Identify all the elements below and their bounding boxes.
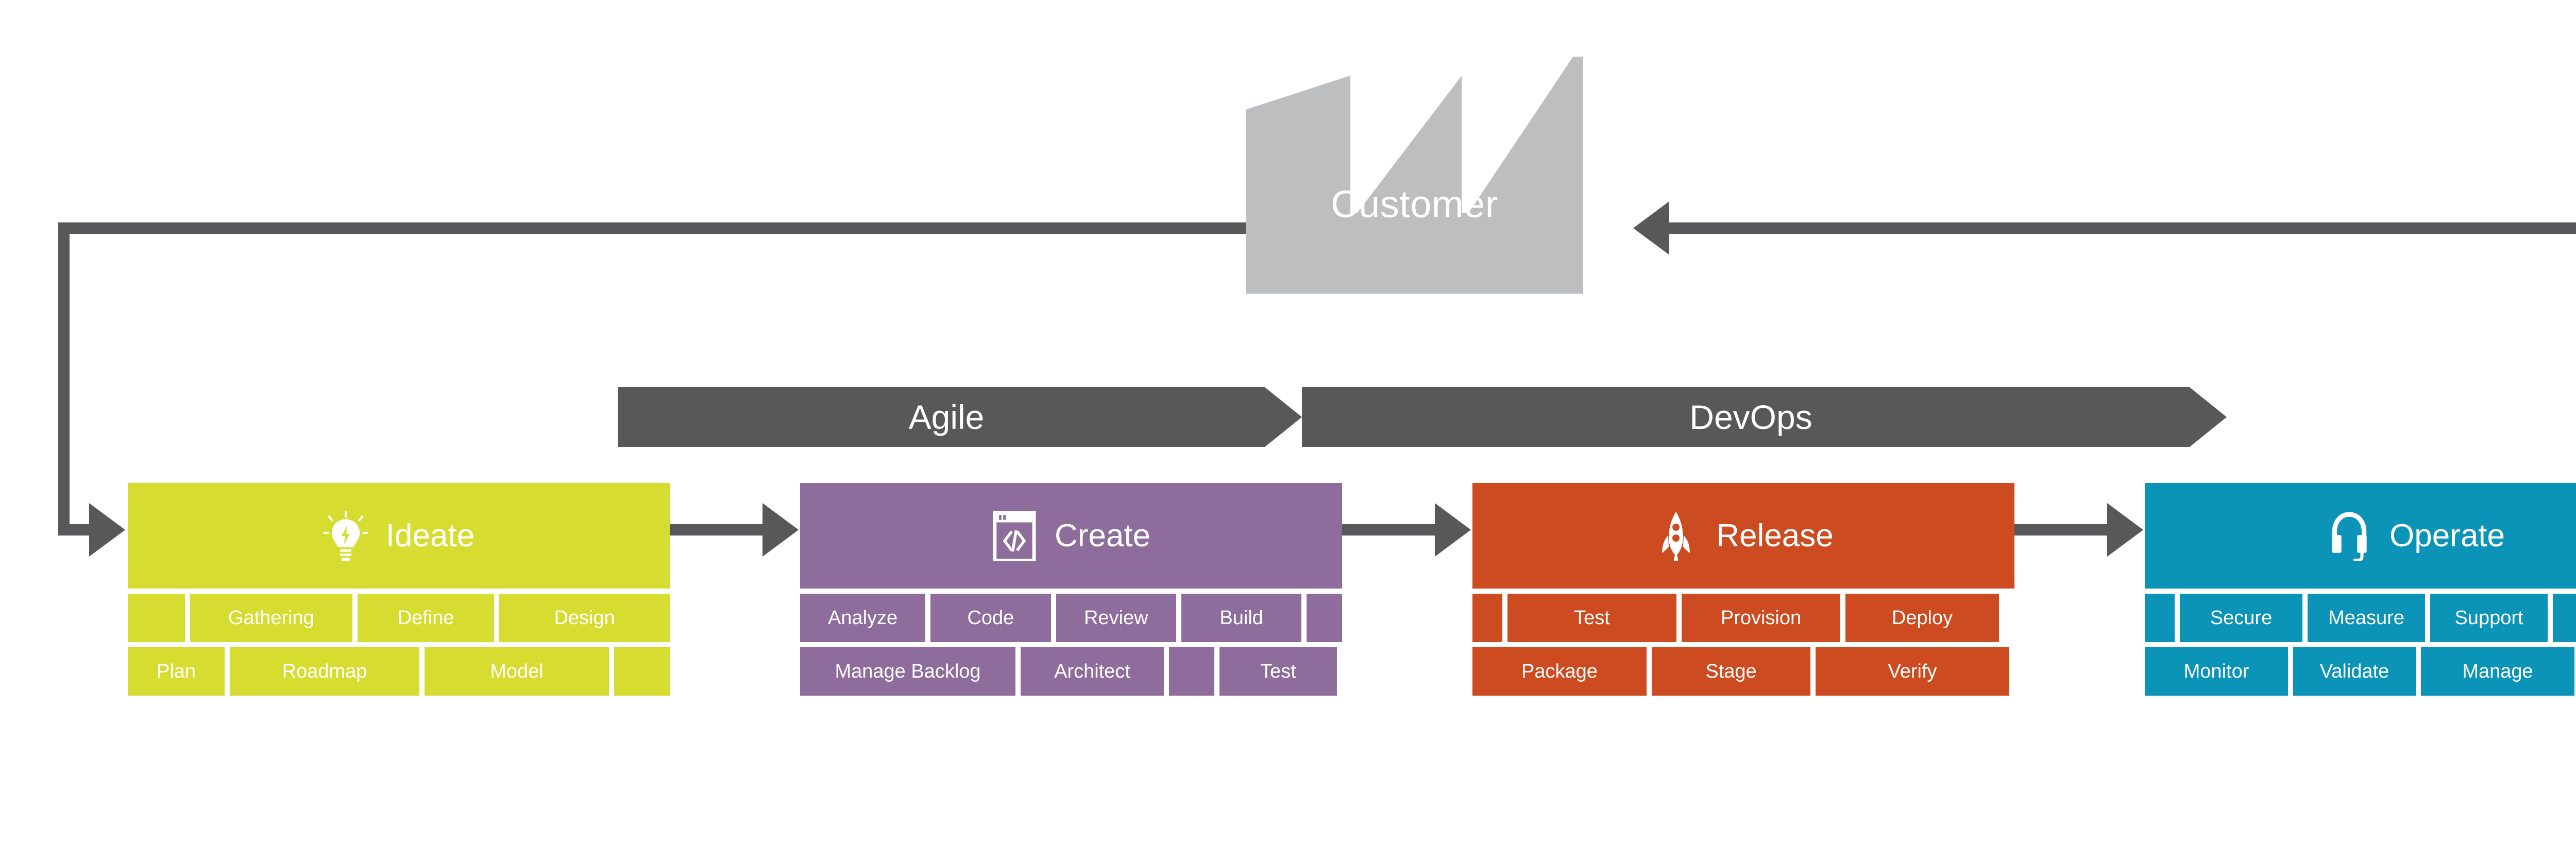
arrow-into-ideate-icon — [89, 503, 125, 557]
activity-tile-model[interactable]: Model — [425, 647, 609, 696]
activity-tile-roadmap[interactable]: Roadmap — [230, 647, 419, 696]
arrow-release-to-operate-shaft — [2014, 524, 2107, 536]
arrow-release-to-operate-icon — [2107, 503, 2143, 557]
activity-tile-gathering[interactable]: Gathering — [190, 594, 352, 642]
stage-operate[interactable]: Operate SecureMeasureSupportGovern Monit… — [2145, 483, 2576, 696]
code-window-icon — [993, 510, 1036, 561]
activity-tile-define[interactable]: Define — [357, 594, 495, 642]
stage-create-header: Create — [800, 483, 1342, 589]
activity-tile-spacer — [1169, 647, 1214, 696]
stage-operate-label: Operate — [2389, 517, 2505, 554]
loop-segment-left-bottom — [58, 524, 89, 536]
loop-segment-top-left — [58, 222, 1252, 234]
activity-tile-code[interactable]: Code — [930, 594, 1051, 642]
activity-tile-package[interactable]: Package — [1472, 647, 1647, 696]
activity-tile-spacer — [2145, 594, 2175, 642]
banner-agile-label: Agile — [908, 398, 985, 436]
activity-tile-plan[interactable]: Plan — [128, 647, 225, 696]
stage-create-label: Create — [1054, 517, 1151, 554]
stage-ideate-label: Ideate — [385, 517, 475, 554]
arrow-ideate-to-create-shaft — [670, 524, 762, 536]
customer-label: Customer — [1331, 183, 1498, 226]
banner-devops: DevOps — [1302, 387, 2227, 447]
activity-tile-measure[interactable]: Measure — [2308, 594, 2425, 642]
activity-tile-provision[interactable]: Provision — [1682, 594, 1840, 642]
arrow-into-customer-icon — [1633, 201, 1669, 255]
loop-segment-top-right — [1669, 222, 2576, 234]
activity-tile-spacer — [1307, 594, 1342, 642]
lightbulb-icon — [323, 510, 368, 561]
stage-operate-header: Operate — [2145, 483, 2576, 589]
activity-tile-spacer — [614, 647, 670, 696]
loop-segment-left-vertical — [58, 222, 70, 536]
activity-tile-analyze[interactable]: Analyze — [800, 594, 926, 642]
stage-release-header: Release — [1472, 483, 2014, 589]
activity-tile-design[interactable]: Design — [499, 594, 670, 642]
activity-tile-manage[interactable]: Manage — [2421, 647, 2574, 696]
activity-tile-govern[interactable]: Govern — [2553, 594, 2576, 642]
activity-tile-monitor[interactable]: Monitor — [2145, 647, 2288, 696]
activity-tile-architect[interactable]: Architect — [1021, 647, 1164, 696]
activity-tile-manage-backlog[interactable]: Manage Backlog — [800, 647, 1015, 696]
activity-tile-test[interactable]: Test — [1219, 647, 1337, 696]
activity-tile-build[interactable]: Build — [1181, 594, 1302, 642]
activity-tile-deploy[interactable]: Deploy — [1845, 594, 1999, 642]
stage-release-label: Release — [1716, 517, 1834, 554]
arrow-ideate-to-create-icon — [762, 503, 799, 557]
rocket-icon — [1662, 511, 1690, 561]
activity-tile-spacer — [1472, 594, 1502, 642]
activity-tile-secure[interactable]: Secure — [2180, 594, 2302, 642]
banner-devops-label: DevOps — [1689, 398, 1812, 436]
banner-agile: Agile — [618, 387, 1302, 447]
arrow-create-to-release-shaft — [1342, 524, 1435, 536]
headset-icon — [2332, 512, 2367, 561]
activity-tile-stage[interactable]: Stage — [1652, 647, 1810, 696]
stage-ideate-header: Ideate — [128, 483, 670, 589]
arrow-create-to-release-icon — [1435, 503, 1471, 557]
activity-tile-test[interactable]: Test — [1507, 594, 1676, 642]
activity-tile-spacer — [128, 594, 185, 642]
activity-tile-validate[interactable]: Validate — [2293, 647, 2416, 696]
activity-tile-support[interactable]: Support — [2430, 594, 2548, 642]
stage-operate-row-1: SecureMeasureSupportGovern — [2145, 594, 2576, 642]
activity-tile-verify[interactable]: Verify — [1816, 647, 2009, 696]
activity-tile-review[interactable]: Review — [1056, 594, 1176, 642]
